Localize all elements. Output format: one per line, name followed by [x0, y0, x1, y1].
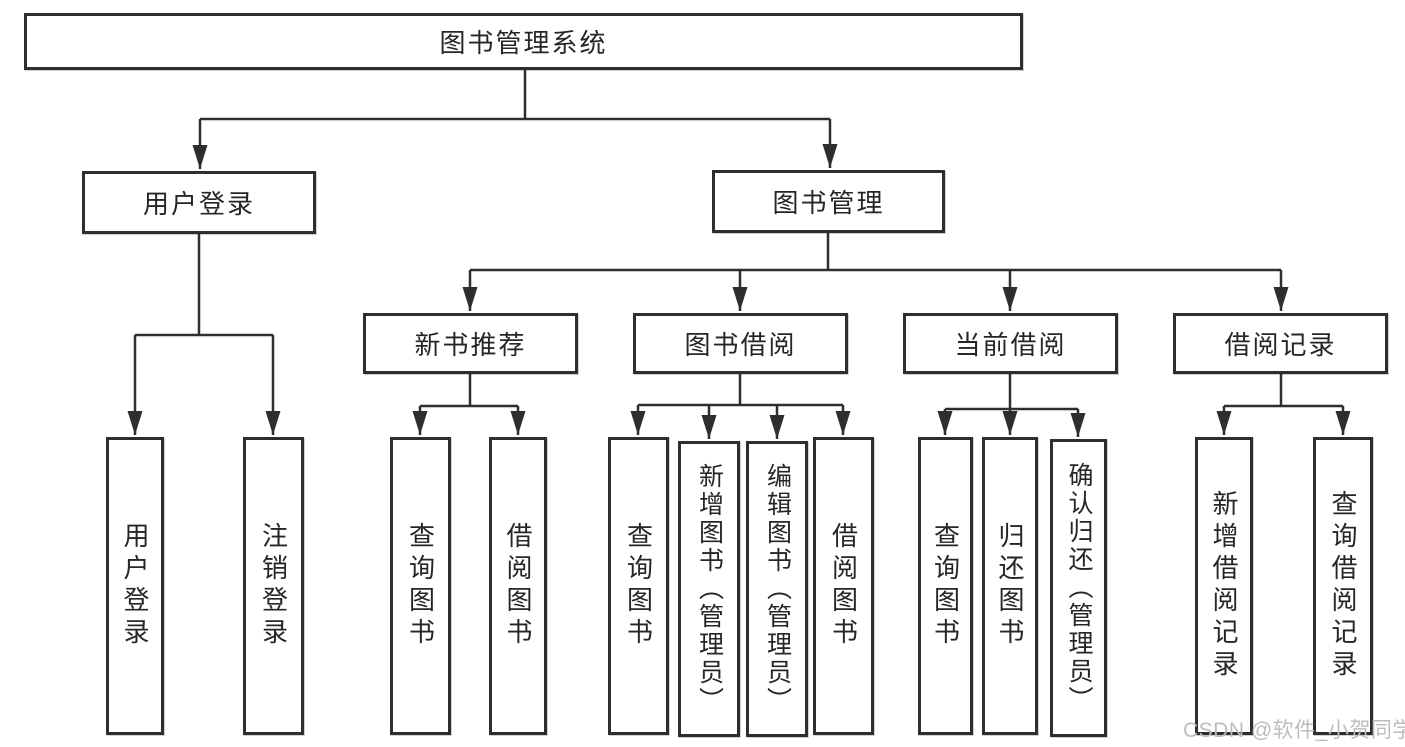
node-label: 新增图书（管理员）: [695, 463, 724, 715]
node-label: 用户登录: [120, 522, 150, 650]
leaf-recommend-borrow-books: 借阅图书: [489, 437, 547, 735]
leaf-confirm-return-admin: 确认归还（管理员）: [1050, 439, 1107, 737]
leaf-user-login: 用户登录: [106, 437, 164, 735]
leaf-borrowing-borrow-books: 借阅图书: [813, 437, 874, 735]
leaf-add-books-admin: 新增图书（管理员）: [678, 441, 740, 737]
node-label: 新增借阅记录: [1209, 490, 1239, 682]
leaf-current-query-books: 查询图书: [918, 437, 973, 735]
node-current-borrowing: 当前借阅: [903, 313, 1118, 374]
leaf-return-books: 归还图书: [982, 437, 1038, 735]
node-label: 查询图书: [405, 522, 436, 650]
leaf-borrowing-query-books: 查询图书: [608, 437, 669, 735]
leaf-query-borrow-record: 查询借阅记录: [1313, 437, 1373, 735]
node-label: 查询借阅记录: [1328, 490, 1358, 682]
node-new-book-recommendation: 新书推荐: [363, 313, 578, 374]
leaf-logout: 注销登录: [243, 437, 304, 735]
node-label: 查询图书: [623, 522, 654, 650]
node-label: 借阅图书: [503, 522, 533, 650]
node-book-borrowing: 图书借阅: [633, 313, 848, 374]
node-user-login: 用户登录: [82, 171, 316, 234]
node-label: 查询图书: [930, 522, 961, 650]
node-book-management: 图书管理: [712, 170, 945, 233]
node-label: 编辑图书（管理员）: [763, 463, 792, 715]
leaf-add-borrow-record: 新增借阅记录: [1195, 437, 1253, 735]
node-library-system: 图书管理系统: [24, 13, 1023, 70]
node-label: 确认归还（管理员）: [1065, 462, 1093, 714]
node-label: 归还图书: [995, 522, 1025, 650]
node-label: 借阅图书: [828, 522, 859, 650]
node-label: 注销登录: [258, 522, 289, 650]
leaf-recommend-query-books: 查询图书: [390, 437, 451, 735]
watermark-text: CSDN @软件_小贺同学: [1183, 719, 1405, 742]
leaf-edit-books-admin: 编辑图书（管理员）: [746, 441, 808, 737]
node-borrowing-records: 借阅记录: [1173, 313, 1388, 374]
